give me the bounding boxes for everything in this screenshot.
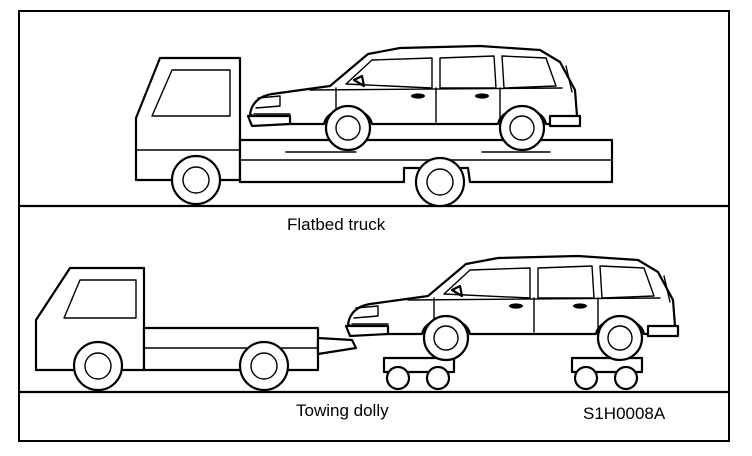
figure-code-label: S1H0008A (583, 404, 666, 423)
figure-frame (18, 10, 730, 442)
flatbed-truck-illustration (18, 44, 730, 208)
flatbed-truck-caption: Flatbed truck (287, 215, 386, 234)
towing-dolly-illustration (18, 254, 730, 394)
towing-dolly-caption: Towing dolly (296, 401, 389, 420)
